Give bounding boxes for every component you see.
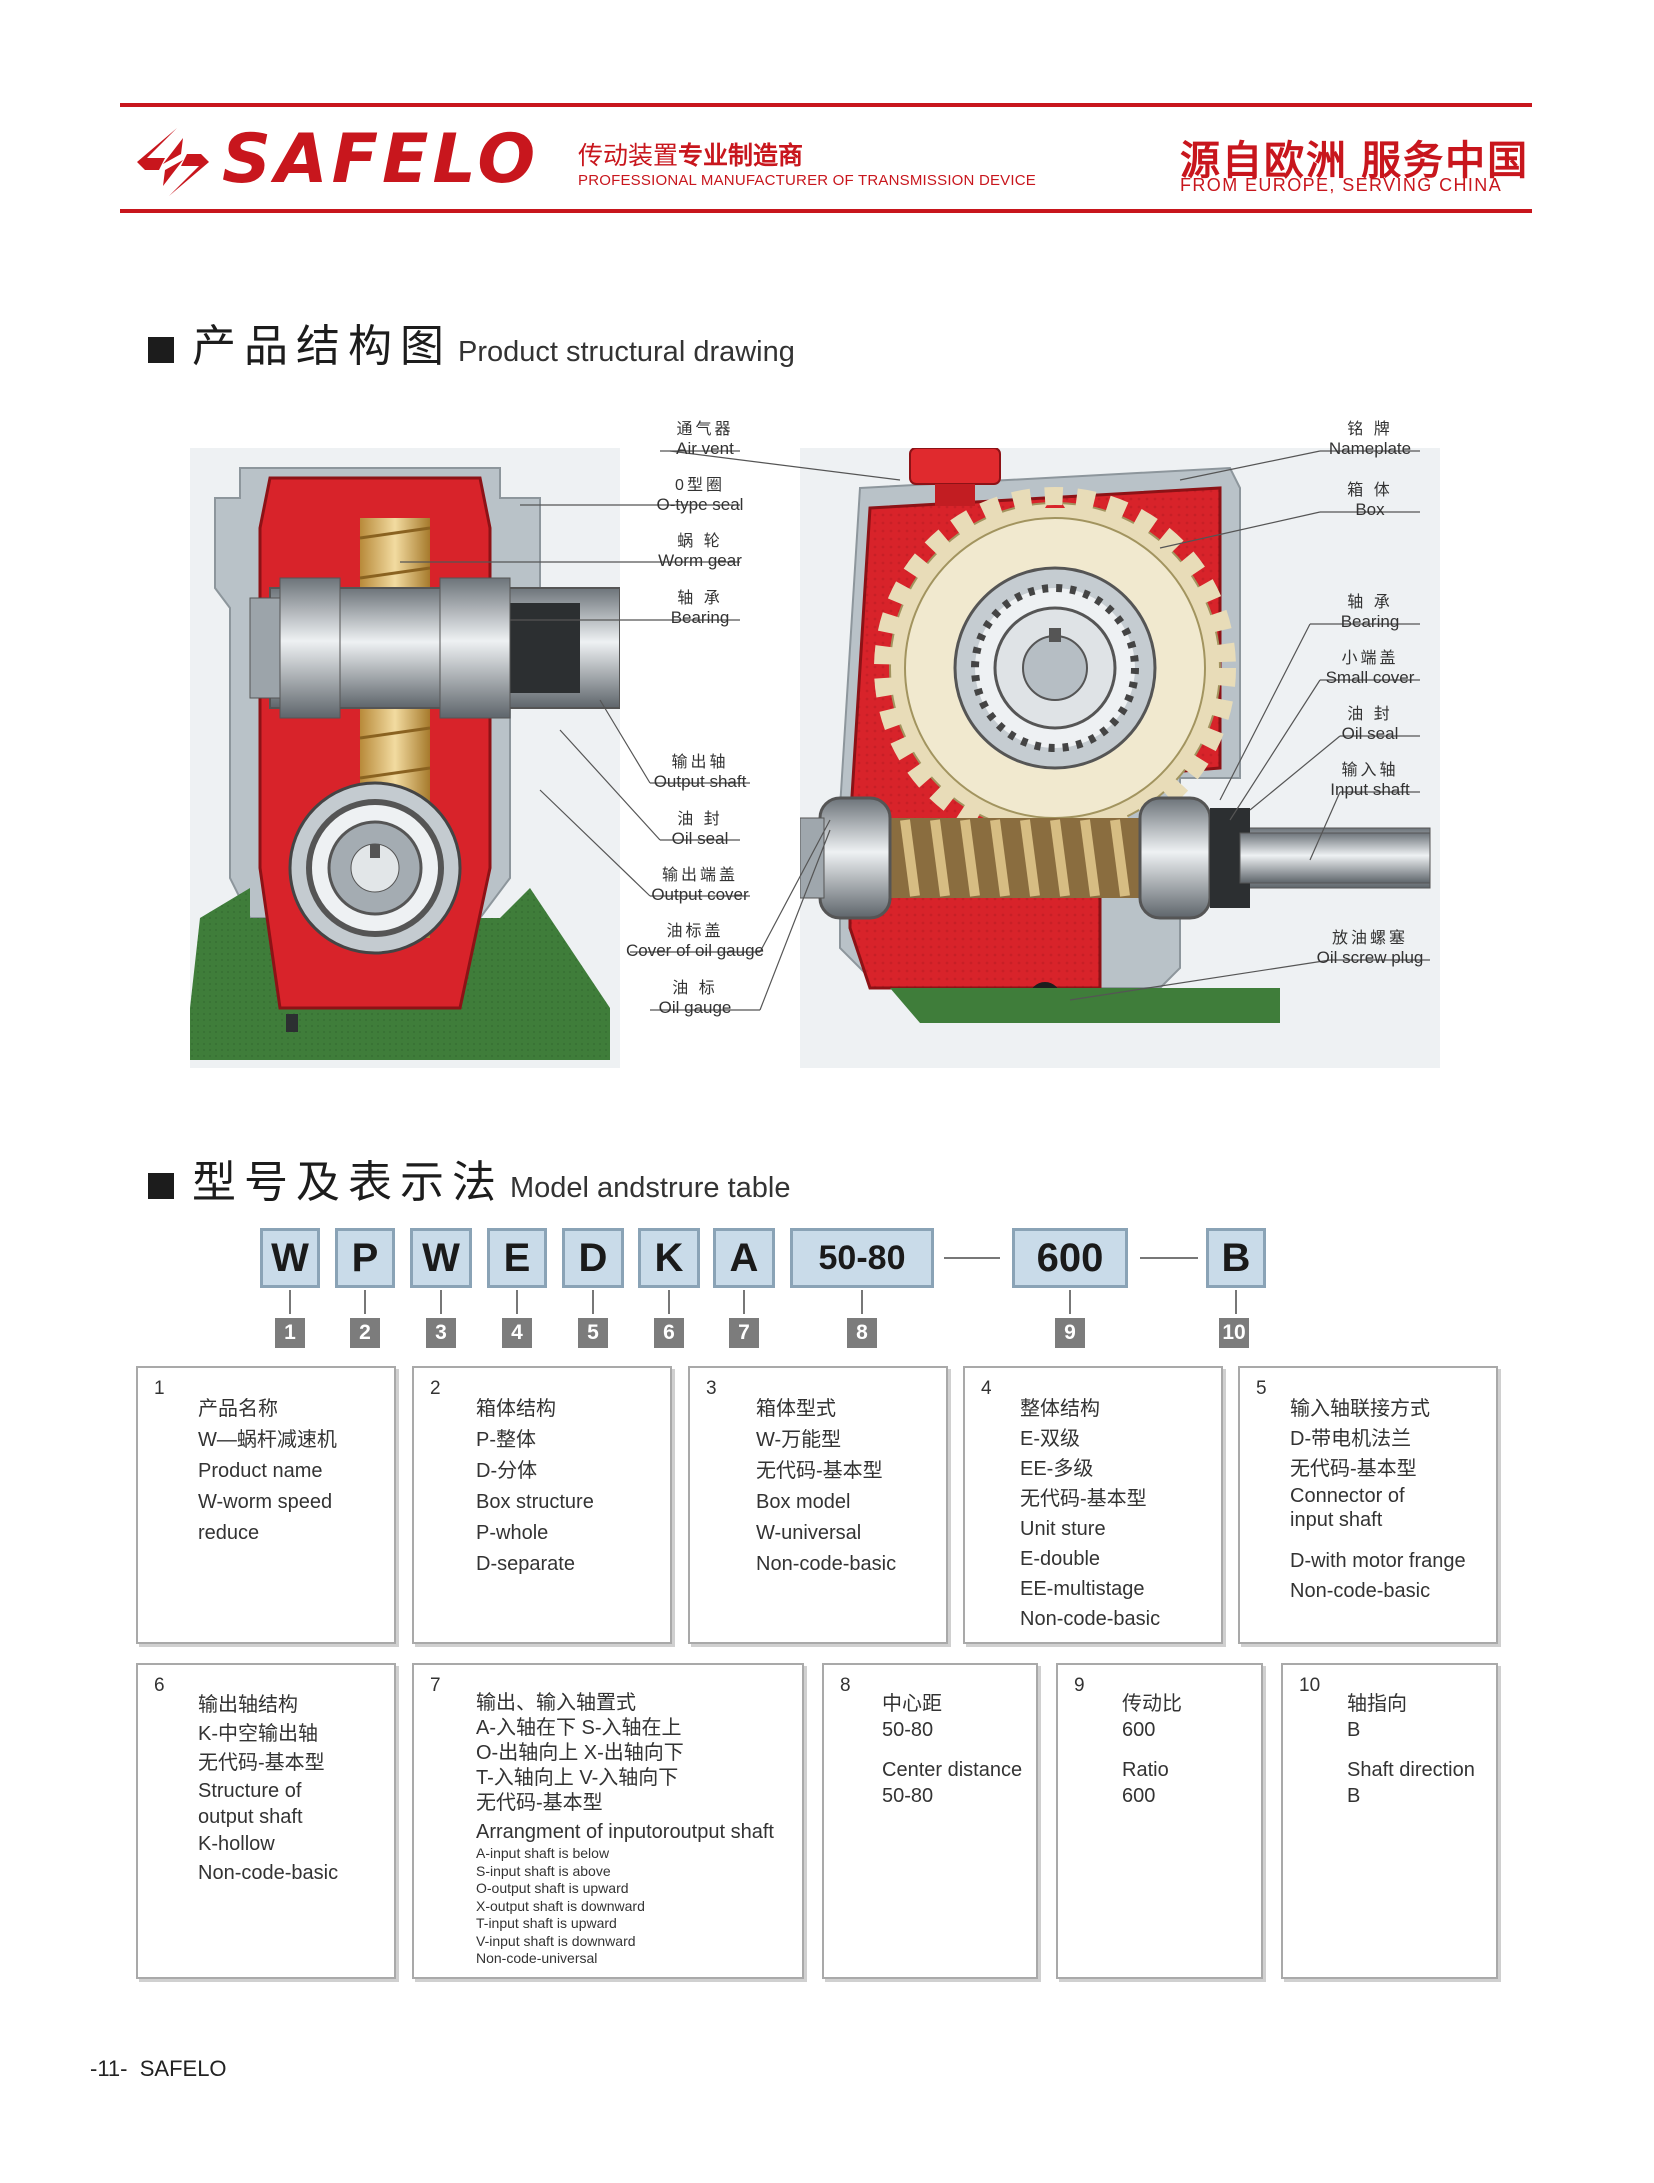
- code-segment-2: P: [335, 1228, 395, 1288]
- bullet-square-icon: [148, 1173, 174, 1199]
- code-dash-2: [1140, 1257, 1198, 1259]
- code-number-9: 9: [1055, 1318, 1085, 1348]
- tagline-cn: 传动装置专业制造商: [578, 142, 804, 170]
- gearbox-side-section-drawing: [190, 448, 620, 1068]
- code-number-8: 8: [847, 1318, 877, 1348]
- code-number-10: 10: [1219, 1318, 1249, 1348]
- code-segment-9: 600: [1012, 1228, 1128, 1288]
- slogan-cn: 源自欧洲 服务中国: [1180, 139, 1530, 183]
- code-segment-5: D: [562, 1228, 624, 1288]
- code-number-1: 1: [275, 1318, 305, 1348]
- header-top-rule: [120, 103, 1532, 107]
- code-tick: [289, 1290, 291, 1314]
- code-tick: [1069, 1290, 1071, 1314]
- code-segment-1: W: [260, 1228, 320, 1288]
- section-title-model: 型号及表示法 Model andstrure table: [148, 1146, 791, 1210]
- code-number-4: 4: [502, 1318, 532, 1348]
- brand-logo-text: SAFELO: [222, 120, 540, 199]
- page-number: -11-: [90, 2056, 128, 2081]
- code-tick: [1235, 1290, 1237, 1314]
- page-footer: -11- SAFELO: [90, 2056, 227, 2082]
- code-segment-10: B: [1206, 1228, 1266, 1288]
- code-segment-8: 50-80: [790, 1228, 934, 1288]
- code-segment-4: E: [487, 1228, 547, 1288]
- code-number-2: 2: [350, 1318, 380, 1348]
- footer-brand: SAFELO: [139, 2056, 227, 2081]
- header-bottom-rule: [120, 209, 1532, 213]
- slogan-en: FROM EUROPE, SERVING CHINA: [1180, 175, 1503, 195]
- code-segment-3: W: [410, 1228, 472, 1288]
- code-segment-6: K: [638, 1228, 700, 1288]
- section-title-structure: 产品结构图 Product structural drawing: [148, 310, 795, 374]
- code-tick: [516, 1290, 518, 1314]
- code-tick: [364, 1290, 366, 1314]
- bullet-square-icon: [148, 337, 174, 363]
- code-tick: [743, 1290, 745, 1314]
- code-tick: [440, 1290, 442, 1314]
- code-number-3: 3: [426, 1318, 456, 1348]
- code-number-7: 7: [729, 1318, 759, 1348]
- code-number-6: 6: [654, 1318, 684, 1348]
- tagline-en: PROFESSIONAL MANUFACTURER OF TRANSMISSIO…: [578, 172, 1036, 189]
- code-tick: [861, 1290, 863, 1314]
- gearbox-front-view-drawing: [800, 448, 1440, 1068]
- code-number-5: 5: [578, 1318, 608, 1348]
- safelo-logo-icon: [137, 128, 209, 196]
- code-tick: [592, 1290, 594, 1314]
- code-tick: [668, 1290, 670, 1314]
- code-segment-7: A: [713, 1228, 775, 1288]
- callout-leader-lines: [400, 450, 1430, 1011]
- code-dash-1: [944, 1257, 1000, 1259]
